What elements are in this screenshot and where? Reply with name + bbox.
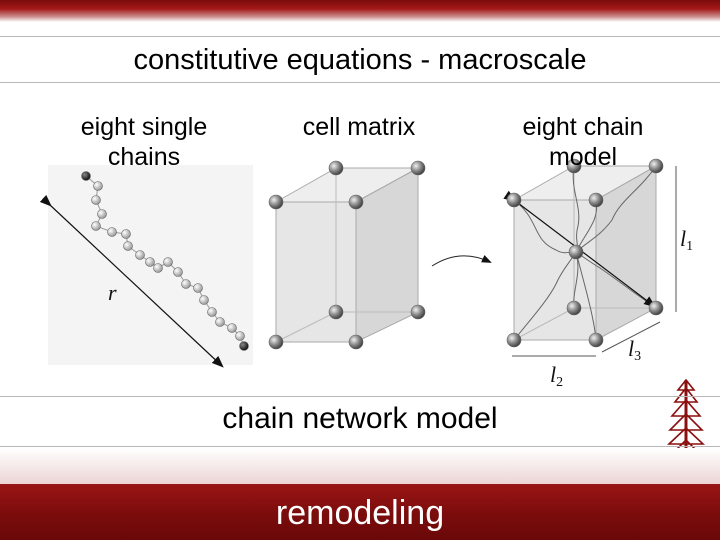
label-eight-chain-model: eight chain model [500, 112, 666, 172]
transition-arrow [431, 254, 492, 267]
vertex-sphere [506, 192, 522, 208]
chain-bead [181, 279, 191, 289]
bottom-fade [0, 448, 720, 484]
vertex-sphere [328, 304, 344, 320]
diagonal-vector [513, 199, 656, 308]
vertex-sphere [506, 332, 522, 348]
chain-bead [173, 267, 183, 277]
label-line: eight chain [522, 113, 644, 141]
dim-l2-label: l2 [550, 362, 563, 390]
label-line: model [548, 143, 618, 171]
vertex-sphere [328, 160, 344, 176]
dim-l3-label: l3 [628, 336, 641, 364]
eight-chain-cube: l1 l2 l3 [503, 158, 693, 390]
end-to-end-vector [39, 194, 224, 368]
cube-vertices [268, 160, 426, 350]
chain-bead [145, 257, 155, 267]
chain-bead [121, 229, 131, 239]
chain-bead [207, 307, 217, 317]
vertex-sphere [588, 332, 604, 348]
chain-bead [97, 209, 107, 219]
bottom-banner [0, 484, 720, 540]
cube2-vertices [506, 158, 664, 348]
title-rule-top [0, 36, 720, 37]
chain-bead [199, 295, 209, 305]
chain-end-bead [239, 341, 249, 351]
chain-bead [91, 221, 101, 231]
single-chain-panel: r [39, 165, 253, 368]
top-banner [0, 0, 720, 22]
dim-l3-line [601, 321, 661, 353]
vertex-sphere [348, 194, 364, 210]
dim-l1-label: l1 [680, 226, 693, 254]
chain-bead [163, 257, 173, 267]
label-eight-single-chains: eight single chains [58, 112, 230, 172]
chain-bead [91, 195, 101, 205]
subtitle-rule-top [0, 396, 720, 397]
vertex-sphere [648, 158, 664, 174]
vertex-sphere [410, 304, 426, 320]
vertex-sphere [566, 300, 582, 316]
label-cell-matrix: cell matrix [302, 113, 416, 141]
chain-bead [93, 181, 103, 191]
page-title: constitutive equations - macroscale [133, 44, 587, 76]
footer-label: remodeling [275, 494, 445, 532]
chain-end-bead [81, 171, 91, 181]
chain-beads [81, 171, 249, 351]
chain-bead [123, 241, 133, 251]
subtitle-rule-bottom [0, 446, 720, 447]
chain-bead [135, 250, 145, 260]
chain-bead [107, 227, 117, 237]
vertex-sphere [648, 300, 664, 316]
chain-bead [153, 263, 163, 273]
vertex-sphere [348, 334, 364, 350]
chain-bead [227, 323, 237, 333]
vertex-sphere [268, 334, 284, 350]
vertex-sphere [268, 194, 284, 210]
label-line: eight single [80, 113, 208, 141]
chain-bead [193, 283, 203, 293]
chain-bead [235, 331, 245, 341]
label-line: chains [107, 143, 181, 171]
vertex-sphere [410, 160, 426, 176]
vertex-sphere [568, 244, 584, 260]
vertex-sphere [566, 158, 582, 174]
subtitle: chain network model [222, 402, 498, 435]
chain-bead [215, 317, 225, 327]
cell-matrix-cube [268, 160, 426, 350]
vector-r-label: r [108, 280, 117, 305]
title-rule-bottom [0, 82, 720, 83]
vertex-sphere [588, 192, 604, 208]
